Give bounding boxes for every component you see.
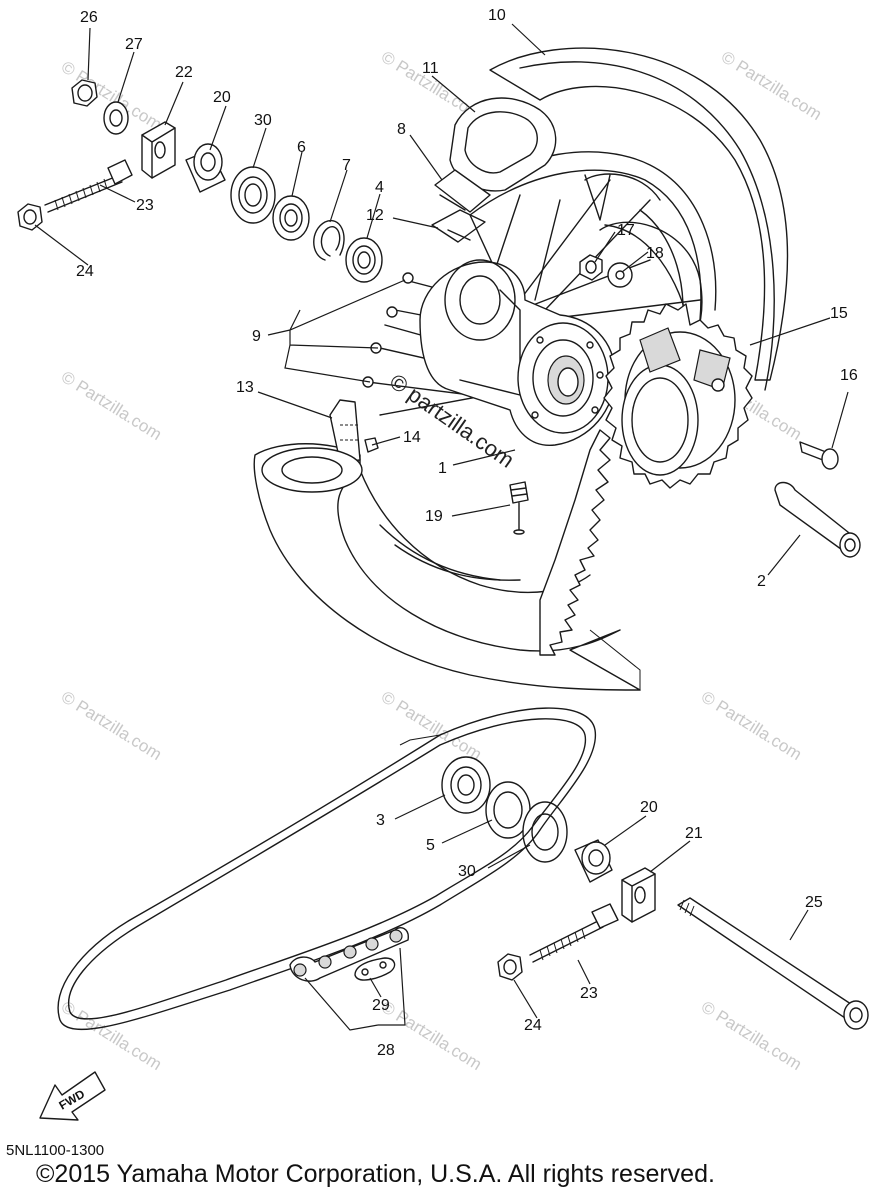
callout-10: 10 [488, 7, 506, 24]
callout-26: 26 [80, 9, 98, 26]
svg-text:© Partzilla.com: © Partzilla.com [698, 687, 805, 764]
spacer-2-drawing [774, 481, 861, 558]
tube-8-drawing [434, 169, 491, 213]
weight-19-drawing [509, 481, 529, 535]
callout-12: 12 [366, 207, 384, 224]
left-side-parts-drawing [17, 79, 383, 283]
callout-13: 13 [236, 379, 254, 396]
callout-25: 25 [805, 894, 823, 911]
fwd-arrow-icon: FWD [39, 1071, 106, 1121]
callout-18: 18 [646, 245, 664, 262]
sprocket-15-drawing [539, 303, 753, 656]
leader-lines [34, 23, 849, 1031]
callout-14: 14 [403, 429, 421, 446]
callout-30-lower: 30 [458, 863, 476, 880]
callout-20-upper: 20 [213, 89, 231, 106]
valve-13-drawing [261, 399, 363, 493]
callout-5: 5 [426, 837, 435, 854]
nut-17-drawing [579, 254, 603, 281]
callout-19: 19 [425, 508, 443, 525]
chain-28-drawing [57, 707, 597, 1031]
copyright-notice: ©2015 Yamaha Motor Corporation, U.S.A. A… [36, 1160, 715, 1188]
svg-text:© Partzilla.com: © Partzilla.com [378, 997, 485, 1074]
callout-17: 17 [617, 222, 635, 239]
svg-text:© Partzilla.com: © Partzilla.com [698, 997, 805, 1074]
callout-7: 7 [342, 157, 351, 174]
callout-2: 2 [757, 573, 766, 590]
callout-23-upper: 23 [136, 197, 154, 214]
callout-labels: 1 2 3 4 5 6 7 8 9 10 11 12 13 14 15 16 1… [76, 7, 858, 1059]
callout-28: 28 [377, 1042, 395, 1059]
svg-text:© Partzilla.com: © Partzilla.com [58, 997, 165, 1074]
callout-3: 3 [376, 812, 385, 829]
hub-1-drawing [419, 259, 616, 446]
svg-text:© Partzilla.com: © Partzilla.com [378, 687, 485, 764]
callout-8: 8 [397, 121, 406, 138]
callout-9: 9 [252, 328, 261, 345]
sprocket-bolt-16-drawing [799, 441, 839, 470]
callout-6: 6 [297, 139, 306, 156]
callout-11: 11 [422, 60, 439, 77]
joint-29-drawing [354, 957, 396, 981]
callout-24-upper: 24 [76, 263, 94, 280]
callout-29: 29 [372, 997, 390, 1014]
svg-text:© Partzilla.com: © Partzilla.com [58, 687, 165, 764]
rim-lock-12-drawing [431, 209, 486, 243]
svg-text:© Partzilla.com: © Partzilla.com [58, 367, 165, 444]
region-outlines [399, 629, 641, 746]
callout-20-lower: 20 [640, 799, 658, 816]
callout-30-upper: 30 [254, 112, 272, 129]
callout-4: 4 [375, 179, 384, 196]
callout-21: 21 [685, 825, 703, 842]
callout-15: 15 [830, 305, 848, 322]
callout-24-lower: 24 [524, 1017, 542, 1034]
callout-22: 22 [175, 64, 193, 81]
callout-27: 27 [125, 36, 143, 53]
right-side-parts-drawing [441, 756, 869, 1030]
rim-band-11-drawing [449, 97, 557, 192]
nut-14-drawing [364, 437, 379, 453]
callout-16: 16 [840, 367, 858, 384]
callout-23-lower: 23 [580, 985, 598, 1002]
diagram-code: 5NL1100-1300 [6, 1142, 105, 1159]
callout-1: 1 [438, 460, 447, 477]
